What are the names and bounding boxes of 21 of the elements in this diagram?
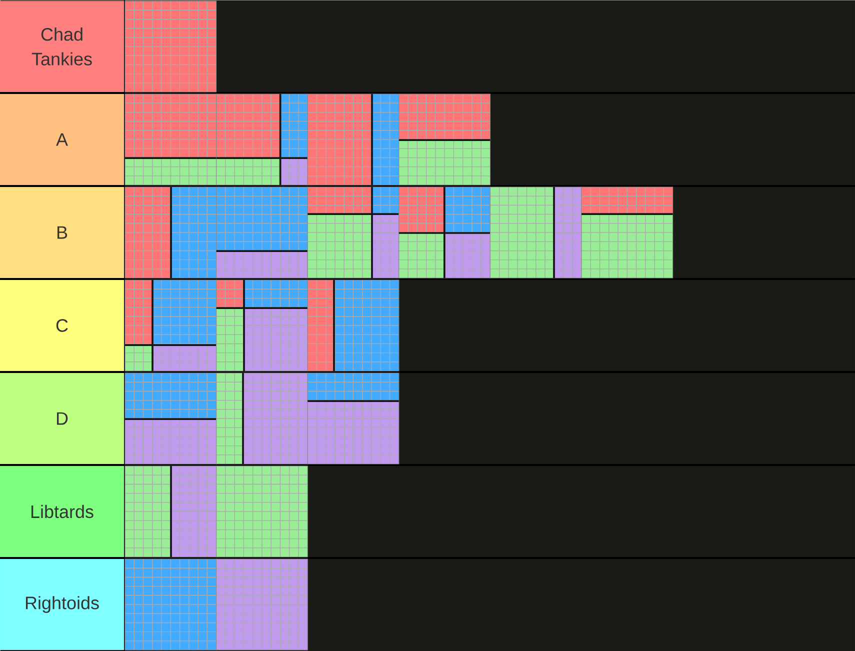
grid-box — [216, 558, 308, 650]
compass-picture — [124, 186, 217, 278]
compass-picture — [398, 94, 491, 186]
compass-picture — [307, 186, 400, 278]
compass-picture — [307, 372, 400, 464]
compass-picture — [398, 186, 491, 278]
compass-picture — [490, 186, 582, 278]
grid-box — [216, 466, 308, 558]
compass-picture — [124, 466, 217, 558]
compass-picture — [307, 280, 400, 372]
compass-picture — [307, 94, 400, 186]
compass-picture — [581, 186, 674, 278]
compass-picture — [216, 280, 308, 372]
compass-picture — [216, 372, 308, 464]
compass-picture — [124, 94, 217, 186]
grid-box — [124, 0, 217, 92]
compass-picture — [216, 186, 308, 278]
compass-picture — [216, 94, 308, 186]
grid-box — [124, 558, 217, 650]
compass-picture — [124, 372, 217, 464]
compass-picture — [124, 280, 217, 372]
